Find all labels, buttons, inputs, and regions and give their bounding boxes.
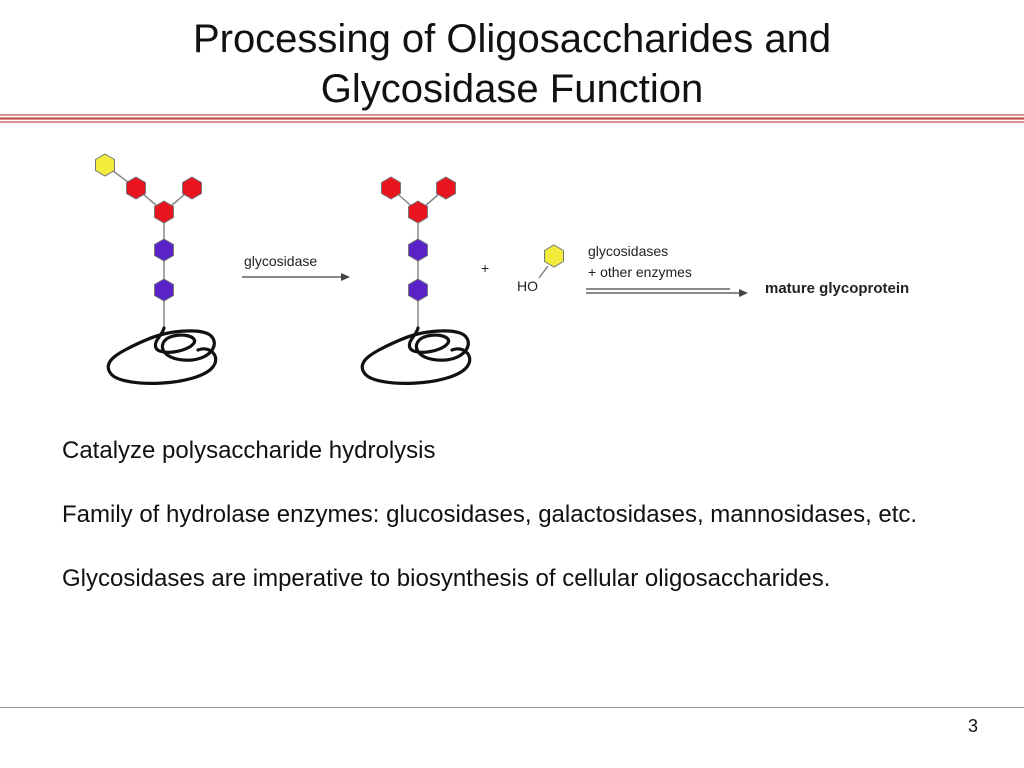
yellow-sugar-icon [544, 244, 564, 268]
ho-label: HO [517, 278, 538, 294]
red-sugar-icon [381, 176, 401, 200]
red-sugar-icon [436, 176, 456, 200]
glycosidases-label: glycosidases [588, 243, 668, 259]
bullet-item: Glycosidases are imperative to biosynthe… [62, 565, 831, 592]
title-line-2: Glycosidase Function [320, 67, 704, 111]
other-enzymes-label: + other enzymes [588, 264, 692, 280]
glycoprotein-precursor [95, 153, 218, 385]
glycosidase-arrow: glycosidase [242, 253, 350, 281]
red-sugar-icon [408, 200, 428, 224]
glycoprotein-processing-diagram: glycosidase + HO glycosidases + other en… [95, 153, 909, 385]
purple-sugar-icon [154, 238, 174, 262]
mature-glycoprotein-label: mature glycoprotein [765, 280, 909, 297]
bullet-item: Family of hydrolase enzymes: glucosidase… [62, 501, 918, 528]
plus-sign: + [481, 260, 489, 276]
purple-sugar-icon [154, 278, 174, 302]
title-divider [0, 114, 1024, 123]
purple-sugar-icon [408, 238, 428, 262]
released-sugar: HO [517, 244, 564, 294]
slide-title: Processing of Oligosaccharides and Glyco… [0, 14, 1024, 114]
page-number: 3 [967, 716, 978, 736]
red-sugar-icon [126, 176, 146, 200]
protein-coil-icon [360, 326, 472, 385]
yellow-sugar-icon [95, 153, 115, 177]
bullet-item: Catalyze polysaccharide hydrolysis [62, 437, 436, 464]
red-sugar-icon [182, 176, 202, 200]
protein-coil-icon [106, 326, 218, 385]
purple-sugar-icon [408, 278, 428, 302]
trimmed-glycoprotein [360, 176, 472, 385]
bullet-list: Catalyze polysaccharide hydrolysis Famil… [62, 434, 1002, 626]
glycosidase-label: glycosidase [244, 253, 317, 269]
footer-divider [0, 707, 1024, 708]
title-line-1: Processing of Oligosaccharides and [192, 17, 832, 61]
glycosidases-arrow: glycosidases + other enzymes [586, 243, 748, 297]
red-sugar-icon [154, 200, 174, 224]
